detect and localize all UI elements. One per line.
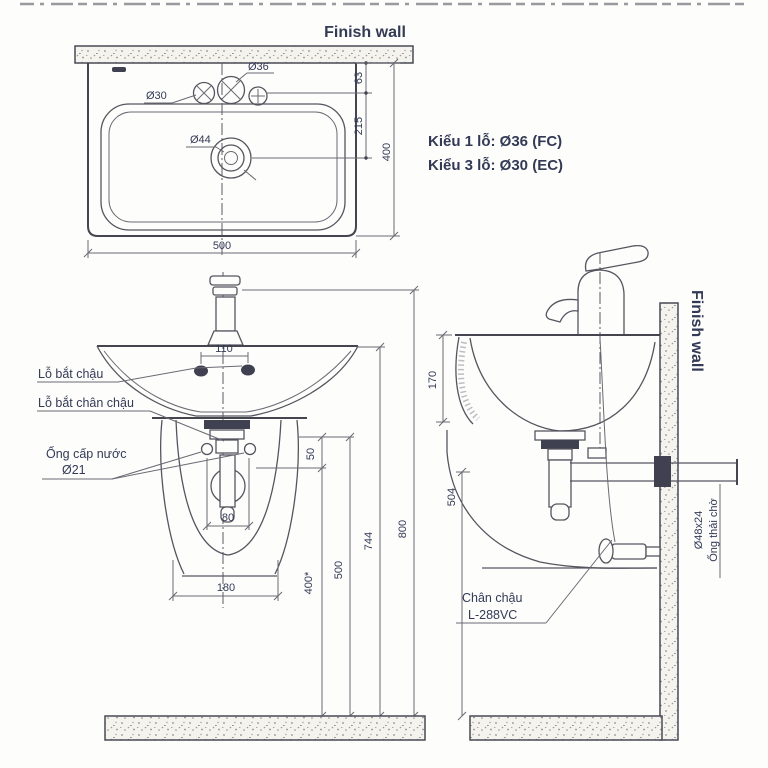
faucet-side: [545, 244, 649, 455]
pedestal-label: Chân chậu L-288VC: [456, 539, 613, 624]
drain-trap-side: [534, 430, 738, 521]
top-view: Finish wall: [74, 24, 563, 258]
note-3-hole: Kiểu 3 lỗ: Ø30 (EC): [428, 157, 563, 174]
dim-500: 500: [213, 240, 231, 252]
mount-holes-front: 110: [194, 343, 255, 377]
hole-type-notes: Kiểu 1 lỗ: Ø36 (FC) Kiểu 3 lỗ: Ø30 (EC): [428, 133, 563, 174]
dia44-label: Ø44: [190, 134, 211, 146]
dim-50: 50: [305, 448, 317, 460]
drain-trap-front: [200, 420, 257, 523]
left-hole: [192, 81, 216, 105]
finish-wall-top-bar: [74, 45, 414, 64]
pedestal-side: [446, 451, 658, 569]
side-dim-504: 504: [446, 467, 470, 721]
side-view: Finish wall: [427, 244, 738, 741]
dim-800: 800: [397, 520, 409, 538]
pedestal-model: L-288VC: [468, 608, 517, 622]
dim-500-front: 500: [333, 561, 345, 579]
dim-170: 170: [427, 371, 439, 389]
note-1-hole: Kiểu 1 lỗ: Ø36 (FC): [428, 133, 562, 150]
label-pedestal-hole: Lỗ bắt chân chậu: [38, 395, 134, 410]
front-view: 110 80: [37, 272, 426, 741]
label-supply-line2: Ø21: [62, 463, 86, 477]
plan-hole-labels: Ø36 Ø30 Ø44: [144, 61, 274, 153]
dia36-label: Ø36: [248, 61, 269, 73]
right-hole: [248, 86, 268, 106]
basin-side: [446, 334, 660, 452]
dim-744: 744: [363, 532, 375, 550]
pedestal-name: Chân chậu: [462, 591, 523, 605]
dim-80: 80: [222, 512, 234, 524]
sink-plan-outline: [87, 63, 357, 237]
finish-wall-side-bar: [659, 302, 679, 741]
front-dim-180: 180: [168, 560, 283, 601]
finish-wall-top-label: Finish wall: [324, 24, 406, 41]
dim-63: 63: [353, 72, 365, 84]
faucet-front: [207, 275, 244, 346]
overflow-mark: [112, 67, 126, 72]
floor-slab-right: [469, 715, 663, 741]
waste-pipe-label: Ống thải chờ: [706, 498, 720, 561]
plan-dim-500: 500: [83, 240, 361, 258]
waste-pipe-labels: Ø48x24 Ống thải chờ: [693, 484, 721, 578]
dim-504: 504: [446, 488, 458, 506]
pipe-size-label: Ø48x24: [693, 511, 705, 550]
faucet-holes-plan: [192, 75, 268, 106]
front-labels: Lỗ bắt chậu Lỗ bắt chân chậu Ống cấp nướ…: [37, 365, 245, 480]
front-dim-80: 80: [202, 458, 254, 531]
finish-wall-side-label: Finish wall: [688, 290, 705, 372]
supply-pipe-left: [200, 442, 214, 456]
plan-dim-400: 400: [356, 58, 400, 241]
supply-pipe-right: [243, 442, 257, 456]
dim-180: 180: [217, 582, 235, 594]
dia30-label: Ø30: [146, 90, 167, 102]
label-basin-hole: Lỗ bắt chậu: [38, 366, 103, 381]
wall-flange: [654, 456, 671, 487]
label-supply-line1: Ống cấp nước: [46, 446, 127, 461]
stop-valve-side: [598, 337, 661, 564]
dim-215: 215: [353, 117, 365, 135]
dim-400: 400: [381, 143, 393, 161]
basin-front: [96, 345, 359, 417]
pedestal-front: [152, 417, 307, 577]
dim-110: 110: [215, 343, 233, 355]
floor-slab-left: [104, 715, 426, 741]
center-hole: [216, 75, 246, 105]
drain-plan: [210, 137, 257, 181]
plan-dim-chain: 63 215: [252, 61, 372, 160]
dim-400-front: 400*: [303, 571, 315, 594]
side-dim-170: 170: [427, 330, 452, 427]
